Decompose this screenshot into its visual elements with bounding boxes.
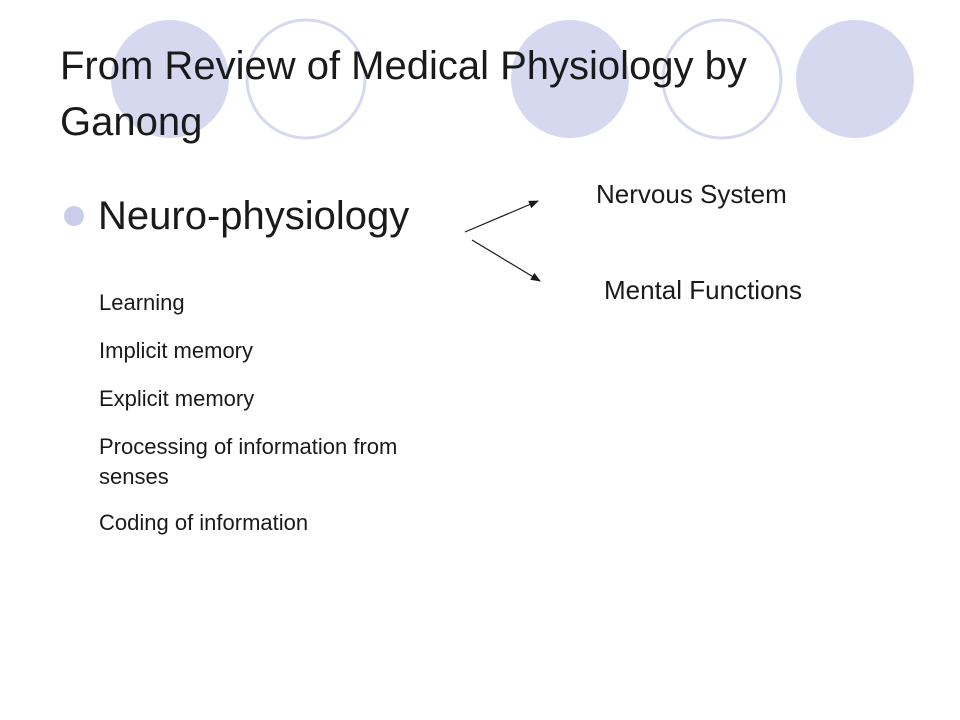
list-item: Processing of information from senses: [99, 434, 398, 489]
branch-nervous-system: Nervous System: [596, 179, 787, 209]
decor-circle-outline: [661, 18, 783, 140]
slide-title: From Review of Medical Physiology by Gan…: [60, 44, 747, 144]
arrow-up-right-icon: [464, 200, 539, 233]
list-item: Learning: [99, 290, 185, 315]
decor-circle-filled: [796, 20, 914, 138]
bullet-text: Neuro-physiology: [98, 194, 410, 238]
decor-circle-filled: [111, 20, 229, 138]
branch-mental-functions: Mental Functions: [604, 275, 802, 305]
list-item: Implicit memory: [99, 338, 254, 363]
decorative-circles: [111, 18, 914, 140]
arrow-down-right-icon: [471, 239, 541, 282]
branch-arrows: [464, 200, 541, 282]
decor-circle-filled: [511, 20, 629, 138]
bullet-dot-icon: [64, 206, 84, 226]
decor-circle-outline: [245, 18, 367, 140]
list-item: Coding of information: [99, 510, 309, 535]
list-item: Explicit memory: [99, 386, 255, 411]
bullet-item: Neuro-physiology: [64, 192, 409, 240]
sub-item-list: Learning Implicit memory Explicit memory…: [99, 288, 439, 556]
